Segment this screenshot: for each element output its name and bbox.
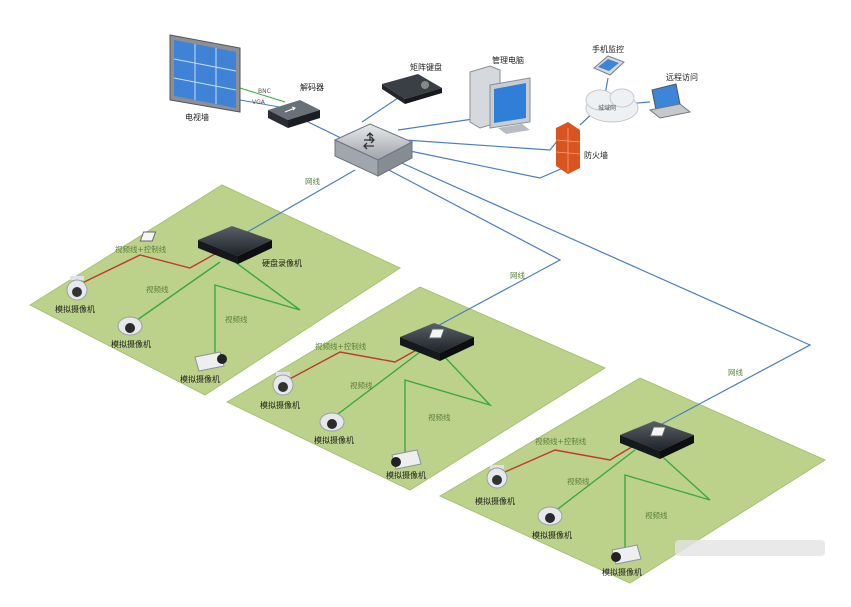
zone-1-video-ctrl-label: 视频线+控制线 — [115, 244, 167, 254]
zone-3-dome-ptz-icon — [486, 465, 508, 489]
wan-label: 城域网 — [598, 104, 616, 112]
zone-2-cam3-label: 模拟摄像机 — [386, 470, 426, 480]
net-switch-firewall — [404, 139, 559, 151]
zone-2-wires — [283, 347, 493, 460]
decoder-icon — [268, 100, 320, 128]
core-switch-icon — [333, 123, 414, 177]
net-firewall-switch2 — [404, 149, 571, 179]
zone-1-dome-icon — [117, 316, 143, 336]
net-switch-pc — [397, 117, 481, 131]
firewall-label: 防火墙 — [584, 150, 608, 160]
zone-1-bullet-cam-icon — [194, 351, 227, 372]
zone-3-bullet-cam-icon — [611, 544, 642, 565]
net-switch-zone1 — [229, 169, 356, 243]
bnc-label: BNC — [258, 88, 271, 95]
zone-3-video2-label: 视频线 — [645, 510, 668, 520]
zone-1-nvr-icon — [139, 226, 272, 264]
zone-2-video1-label: 视频线 — [350, 380, 373, 390]
zone-1-cam3-label: 模拟摄像机 — [180, 374, 220, 384]
zone-1-cam2-label: 模拟摄像机 — [111, 339, 151, 349]
pc-label: 管理电脑 — [492, 55, 524, 65]
zone-1-wires — [77, 249, 301, 360]
zone-3-video1-line — [549, 449, 636, 516]
zone-2-dome-ptz-icon — [272, 372, 294, 396]
zone-3-network-label: 网线 — [728, 367, 743, 377]
zone-3-cam3-label: 模拟摄像机 — [602, 567, 642, 577]
zone-1-dome-ptz-icon — [66, 276, 88, 301]
mobile-label: 手机监控 — [592, 44, 624, 54]
zone-3-nvr-icon — [620, 421, 694, 459]
zone-3-dome-icon — [537, 506, 563, 526]
keyboard-label: 矩阵键盘 — [410, 62, 442, 72]
wan-cloud-icon — [585, 88, 639, 123]
zone-1-video2-label: 视频线 — [225, 314, 248, 324]
net-switch-zone3 — [394, 159, 812, 426]
zone-1-nvr-label: 硬盘录像机 — [262, 258, 302, 268]
zone-3-control-line — [497, 444, 636, 476]
zone-3-video2-line — [624, 449, 711, 555]
zone-1-video2-line — [214, 261, 301, 360]
management-pc-icon — [469, 65, 531, 134]
zone-2-cam1-label: 模拟摄像机 — [260, 400, 300, 410]
zone-2-control-line — [283, 347, 421, 383]
zone-1-video1-line — [129, 261, 221, 326]
zone-2-video1-line — [329, 351, 421, 421]
zone-2-video2-label: 视频线 — [428, 412, 451, 422]
zone-2-cam2-label: 模拟摄像机 — [314, 435, 354, 445]
zone-1-control-line — [77, 249, 223, 286]
zone-2-nvr-icon — [400, 323, 474, 361]
zone-3-ground — [438, 377, 827, 584]
vga-label: VGA — [252, 99, 266, 106]
matrix-keyboard-icon — [382, 74, 442, 104]
blurred-watermark — [675, 540, 825, 556]
core-network-label: 网线 — [305, 176, 320, 186]
firewall-icon — [555, 122, 581, 174]
zone-3-cam1-label: 模拟摄像机 — [475, 496, 515, 506]
zone-3-video1-label: 视频线 — [567, 476, 590, 486]
tv-wall-label: 电视墙 — [185, 112, 209, 122]
zone-1-video1-label: 视频线 — [146, 284, 169, 294]
tv-wall-icon — [169, 34, 241, 113]
zone-3-video-ctrl-label: 视频线+控制线 — [535, 436, 587, 446]
zone-2-bullet-cam-icon — [391, 449, 422, 470]
zone-2-network-label: 网线 — [510, 270, 525, 280]
zone-3-cam2-label: 模拟摄像机 — [532, 530, 572, 540]
laptop-icon — [648, 83, 692, 119]
zone-2-video2-line — [404, 351, 493, 460]
zone-2-dome-icon — [319, 412, 345, 432]
decoder-label: 解码器 — [300, 82, 324, 92]
zone-2-video-ctrl-label: 视频线+控制线 — [315, 341, 367, 351]
bnc-line — [239, 87, 286, 103]
net-switch-zone2 — [384, 167, 562, 331]
zone-1-cam1-label: 模拟摄像机 — [55, 304, 95, 314]
remote-label: 远程访问 — [666, 72, 698, 82]
mobile-phone-icon — [593, 55, 625, 76]
zone-3-wires — [497, 444, 711, 555]
zone-2-ground — [225, 286, 607, 491]
vga-line — [239, 99, 286, 109]
